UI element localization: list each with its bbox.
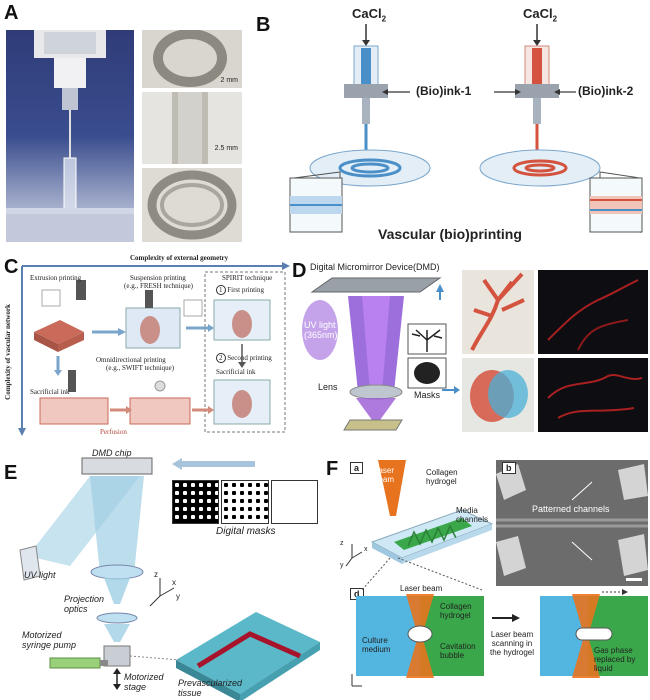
cacl2-left-label: CaCl2 [352, 6, 387, 24]
f-axis-z-label: z [340, 540, 344, 547]
red-blue-vessel-network [470, 370, 528, 422]
axis-y-label: y [176, 592, 180, 601]
subpanel-a-label: a [350, 462, 364, 474]
panel-d-label: D [292, 260, 307, 282]
bioink-1-label: (Bio)ink-1 [416, 84, 472, 98]
fluorescence-image-top [538, 270, 648, 354]
patterned-channels-label: Patterned channels [532, 504, 610, 514]
blank-mask [270, 480, 318, 524]
spirit-technique-label: SPIRIT technique [222, 274, 273, 282]
collagen-hydrogel-d-label: Collagen hydrogel [440, 602, 472, 620]
panel-b: B CaCl2 CaCl2 [248, 0, 650, 245]
f-axis-y-label: y [340, 562, 344, 569]
panel-c: C [0, 252, 290, 437]
panel-f: F a b d [322, 446, 650, 700]
extrusion-printing-label: Extrusion printing [30, 274, 82, 282]
laser-beam-label: Laser beam [374, 466, 395, 484]
perfusion-label: Perfusion [100, 428, 127, 436]
sacrificial-ink-right-label: Sacrificial ink [216, 368, 256, 376]
sacrificial-ink-left-label: Sacrificial ink [30, 388, 70, 396]
bioprinter-photo [6, 30, 134, 242]
omnidirectional-example-label: (e.g., SWIFT technique) [106, 364, 175, 372]
tube-top-view-photo: 2 mm [142, 30, 242, 88]
channel-micrograph-illustration [496, 464, 648, 581]
complexity-vascular-label: Complexity of vascular network [3, 304, 12, 400]
axis-x-label: x [172, 578, 176, 587]
suspension-printing-label: Suspension printing [130, 274, 186, 282]
cacl2-right-label: CaCl2 [523, 6, 558, 24]
printed-vascular-tree-photo [462, 270, 534, 354]
subpanel-b-label: b [502, 462, 516, 474]
bioprinter-illustration [6, 30, 134, 242]
red-vessel-tree [470, 272, 525, 351]
vascular-printing-techniques-diagram [18, 262, 290, 436]
printed-dual-vessel-photo [462, 358, 534, 432]
dmd-label: Digital Micromirror Device(DMD) [310, 262, 440, 272]
f-axis-x-label: x [364, 546, 368, 553]
panel-d: D Digital Micromirror Device(DMD) UV lig… [290, 252, 650, 437]
panel-f-label: F [326, 458, 339, 480]
scale-bar-label: 2 mm [220, 77, 239, 84]
laser-scanning-label: Laser beam scanning in the hydrogel [489, 630, 535, 657]
gas-phase-label: Gas phase replaced by liquid [594, 646, 636, 673]
dmd-projection-printing-diagram [19, 457, 320, 700]
complexity-external-label: Complexity of external geometry [130, 254, 229, 262]
panel-a-label: A [4, 2, 19, 24]
tube-side-view-photo: 2.5 mm [142, 92, 242, 164]
axis-z-label: z [154, 570, 158, 579]
coil-illustration [147, 170, 237, 240]
panel-e-label: E [4, 462, 18, 484]
digital-masks-row [172, 480, 318, 524]
vascular-bioprinting-caption: Vascular (bio)printing [378, 226, 522, 242]
suspension-example-label: (e.g., FRESH technique) [124, 282, 194, 290]
ring-illustration [153, 30, 227, 87]
laser-hydrogel-diagram [345, 460, 648, 687]
digital-masks-label: Digital masks [216, 526, 276, 537]
coaxial-nozzle-diagram [289, 24, 643, 234]
first-printing-step: 1 First printing [216, 285, 264, 295]
cavitation-bubble-label: Cavitation bubble [440, 642, 476, 660]
tube-illustration [172, 92, 208, 164]
honeycomb-mask-black [221, 480, 269, 524]
red-fluorescent-cells [547, 279, 639, 351]
bioink-2-label: (Bio)ink-2 [578, 84, 634, 98]
collagen-hydrogel-label: Collagen hydrogel [426, 468, 458, 486]
laser-beam-d-label: Laser beam [400, 584, 443, 593]
omnidirectional-printing-label: Omnidirectional printing [96, 356, 166, 364]
lens-label: Lens [318, 382, 338, 392]
uv-light-e-label: UV light [24, 570, 56, 580]
dmd-chip-label: DMD chip [92, 448, 132, 458]
masks-label: Masks [414, 390, 441, 400]
fluorescence-image-bottom [538, 358, 648, 432]
uv-light-label: UV light(365nm) [304, 320, 338, 340]
red-fluorescent-network [547, 374, 643, 419]
tube-coil-photo [142, 168, 242, 242]
honeycomb-mask-white [172, 480, 220, 524]
culture-medium-label: Culture medium [362, 636, 391, 654]
second-printing-step: 2 Second printing [216, 353, 272, 363]
panel-b-label: B [256, 14, 271, 36]
panel-a: A 2 mm 2.5 mm [0, 0, 245, 245]
scale-bar-label: 2.5 mm [214, 145, 238, 152]
panel-e: E DMD chip Digital masks UV light [0, 446, 322, 700]
patterned-channels-micrograph: Patterned channels [496, 460, 648, 586]
panel-c-label: C [4, 256, 19, 278]
dmd-projection-diagram [302, 277, 460, 431]
media-channels-label: Media channels [456, 506, 489, 524]
